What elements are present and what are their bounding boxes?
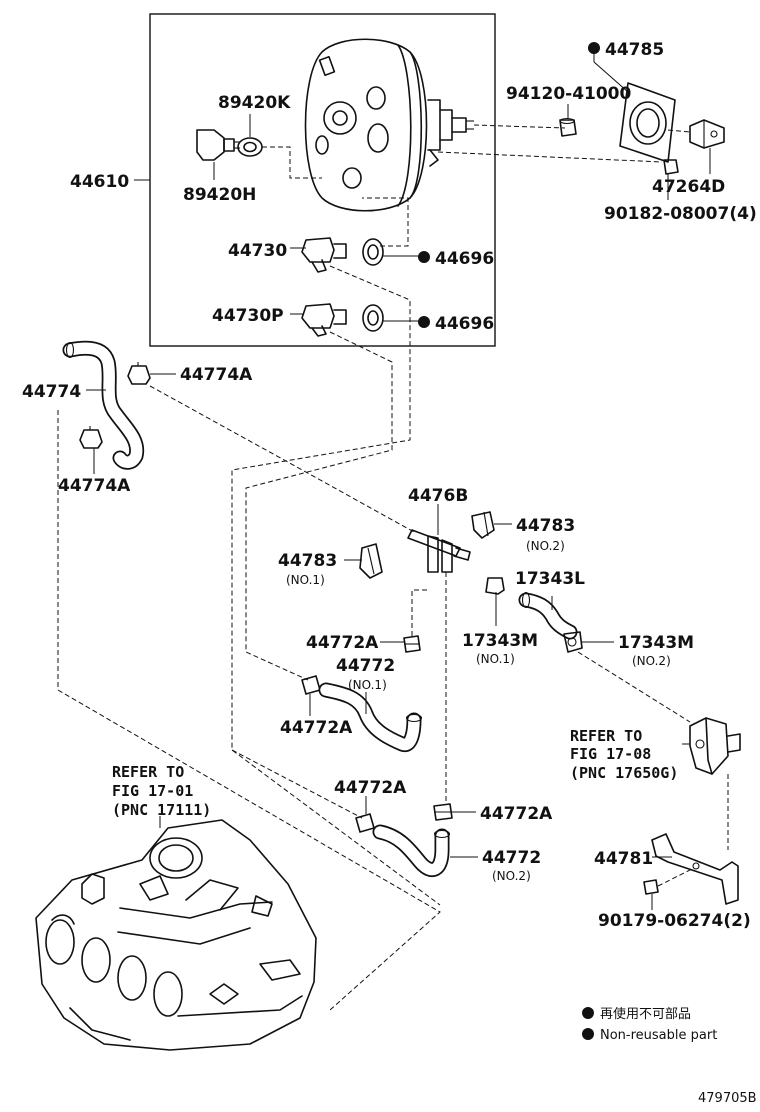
- label-90182-08007: 90182-08007(4): [604, 204, 757, 224]
- label-17343M-no1: 17343M: [462, 631, 538, 651]
- label-17343M-no2-sub: (NO.2): [632, 654, 671, 668]
- label-44785: 44785: [605, 40, 664, 60]
- bolt-90179: [643, 879, 659, 895]
- route-line-4: [57, 410, 441, 1011]
- hose-44772-no2: [372, 824, 451, 877]
- route-line-1: [231, 265, 441, 906]
- gasket-44785: [619, 82, 676, 163]
- label-44772-no2-sub: (NO.2): [492, 869, 531, 883]
- label-44772-no2: 44772: [482, 848, 541, 868]
- clip-44772A-b: [301, 675, 321, 695]
- bracket-44781: [651, 833, 739, 905]
- label-44772-no1: 44772: [336, 656, 395, 676]
- label-89420K: 89420K: [218, 93, 291, 113]
- clip-44774A-top: [127, 362, 151, 385]
- ref-17-08-line3: (PNC 17650G): [570, 764, 678, 782]
- vsv-valve: [689, 717, 741, 775]
- label-44774A-bottom: 44774A: [58, 476, 131, 496]
- legend-dot-en: [582, 1028, 594, 1040]
- label-17343M-no2: 17343M: [618, 633, 694, 653]
- label-44696-b: 44696: [435, 314, 494, 334]
- clip-44774A-bot: [79, 426, 103, 449]
- label-44730: 44730: [228, 241, 287, 261]
- grommet-44696-b: [362, 304, 384, 332]
- label-94120-41000: 94120-41000: [506, 84, 632, 104]
- clamp-44783-no1: [359, 543, 383, 579]
- clip-17343M-no2: [563, 631, 583, 653]
- label-44783-no2-sub: (NO.2): [526, 539, 565, 553]
- nut-90182: [663, 159, 679, 175]
- grommet-89420K: [237, 137, 263, 157]
- clip-44772A-a: [403, 635, 421, 653]
- label-47264D: 47264D: [652, 177, 725, 197]
- clip-44772A-d: [433, 803, 453, 821]
- route-line-3: [149, 385, 415, 533]
- bracket-dash: [667, 129, 691, 133]
- label-44783-no1-sub: (NO.1): [286, 573, 325, 587]
- ref-17-01-line2: FIG 17-01: [112, 782, 193, 800]
- label-4476B: 4476B: [408, 486, 468, 506]
- label-44783-no2: 44783: [516, 516, 575, 536]
- label-44774A-top: 44774A: [180, 365, 253, 385]
- hose-44772-no1: [318, 682, 423, 752]
- label-44730P: 44730P: [212, 306, 284, 326]
- label-17343L: 17343L: [515, 569, 585, 589]
- booster-stud-line-2: [437, 151, 663, 163]
- booster-stud-line: [473, 124, 566, 129]
- check-valve-44730: [301, 237, 347, 273]
- clip-17343M-no1: [485, 577, 505, 595]
- vsv-dash: [577, 651, 691, 723]
- intake-manifold: [35, 819, 317, 1051]
- non-reusable-marker-44696-a: [418, 251, 430, 263]
- valve-dash-a: [362, 197, 409, 247]
- hose-44774: [62, 340, 145, 470]
- route-line-5: [231, 749, 363, 819]
- legend-english: Non-reusable part: [600, 1028, 717, 1043]
- label-44774: 44774: [22, 382, 81, 402]
- label-90179-06274: 90179-06274(2): [598, 911, 751, 931]
- union-4476B: [407, 529, 471, 573]
- label-44783-no1: 44783: [278, 551, 337, 571]
- label-44772A-b: 44772A: [280, 718, 353, 738]
- assembly-frame: [149, 13, 496, 347]
- hose-17343L: [518, 591, 578, 640]
- label-44696-a: 44696: [435, 249, 494, 269]
- brake-booster: [304, 38, 474, 212]
- label-17343M-no1-sub: (NO.1): [476, 652, 515, 666]
- sensor-89420H: [196, 129, 240, 161]
- clamp-44783-no2: [471, 511, 495, 539]
- legend-japanese: 再使用不可部品: [600, 1006, 691, 1022]
- label-44610: 44610: [70, 172, 129, 192]
- clip-a-dash: [411, 589, 428, 636]
- bracket-47264D: [689, 119, 725, 149]
- ref-17-08-line2: FIG 17-08: [570, 745, 651, 763]
- check-valve-44730P: [301, 303, 347, 337]
- label-44772A-c: 44772A: [334, 778, 407, 798]
- route-line-2: [245, 331, 393, 681]
- figure-code: 479705B: [698, 1091, 757, 1106]
- label-44772-no1-sub: (NO.1): [348, 678, 387, 692]
- grommet-44696-a: [362, 238, 384, 266]
- label-44781: 44781: [594, 849, 653, 869]
- clip-44772A-c: [355, 813, 375, 833]
- non-reusable-marker-44785: [588, 42, 600, 54]
- label-44772A-d: 44772A: [480, 804, 553, 824]
- ref-17-01-line1: REFER TO: [112, 763, 184, 781]
- nut-94120: [559, 117, 577, 137]
- ref-17-01-line3: (PNC 17111): [112, 801, 211, 819]
- bolt-dash: [657, 867, 695, 887]
- legend-dot-jp: [582, 1007, 594, 1019]
- label-89420H: 89420H: [183, 185, 256, 205]
- grommet-dash: [262, 146, 322, 179]
- ref-17-08-line1: REFER TO: [570, 727, 642, 745]
- label-44772A-a: 44772A: [306, 633, 379, 653]
- non-reusable-marker-44696-b: [418, 316, 430, 328]
